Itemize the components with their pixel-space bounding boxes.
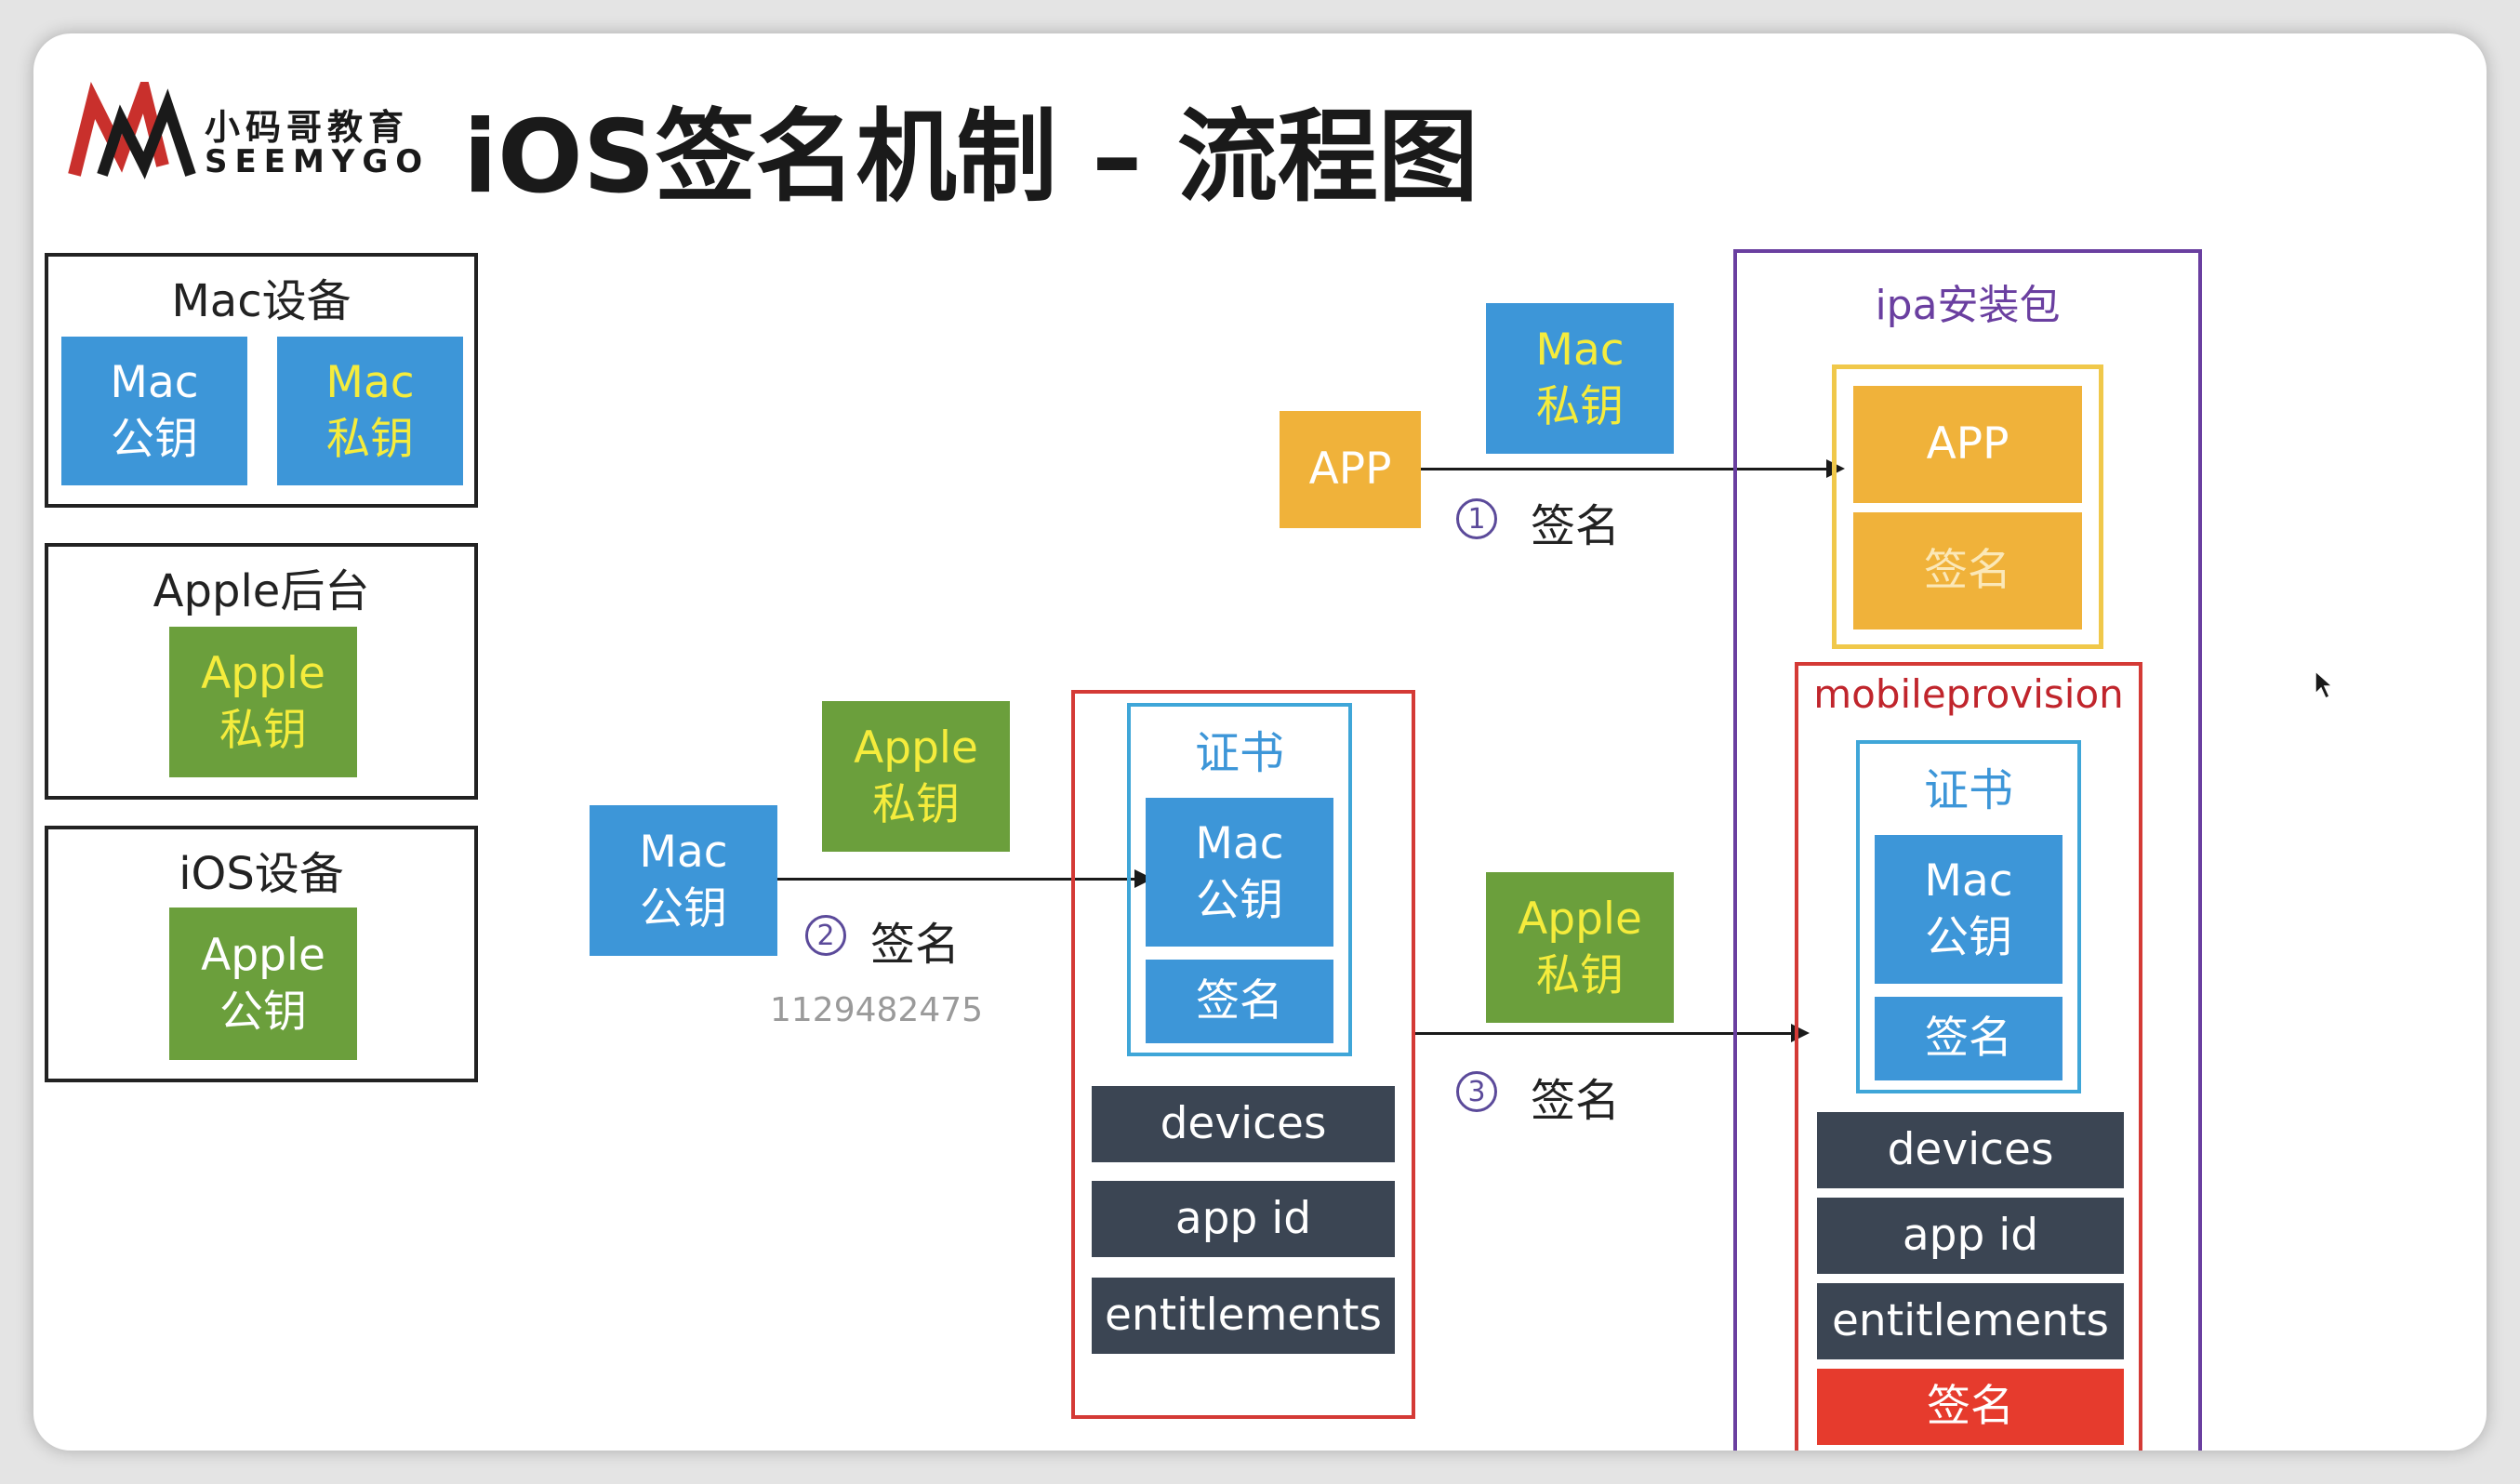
certificate-signature-label: 签名 [1196, 975, 1283, 1027]
step1-number: 1 [1456, 498, 1497, 539]
mp-certificate-frame: 证书 Mac 公钥 签名 [1856, 740, 2081, 1093]
step2-mac-public-key-label: Mac 公钥 [639, 826, 728, 934]
step1-app-label: APP [1308, 444, 1392, 496]
page-title: iOS签名机制 – 流程图 [463, 99, 1479, 216]
certificate-bundle: 证书 Mac 公钥 签名 devices app id entitlements [1071, 690, 1415, 1419]
legend-apple-backend-title: Apple后台 [153, 565, 370, 617]
legend-apple-backend: Apple后台 Apple 私钥 [45, 543, 478, 800]
certificate-mac-public-key: Mac 公钥 [1146, 798, 1333, 947]
certificate-frame: 证书 Mac 公钥 签名 [1127, 703, 1352, 1056]
logo-m-icon [68, 82, 196, 179]
step3-apple-private-key: Apple 私钥 [1486, 872, 1674, 1023]
mp-certificate-title: 证书 [1923, 764, 2013, 816]
certificate-title: 证书 [1194, 727, 1284, 779]
ipa-title: ipa安装包 [1875, 282, 2061, 329]
watermark-text: 1129482475 [770, 991, 984, 1029]
mp-signature: 签名 [1817, 1369, 2124, 1445]
mp-signature-label: 签名 [1927, 1381, 2014, 1433]
legend-mac-device: Mac设备 Mac 公钥 Mac 私钥 [45, 253, 478, 508]
step2-apple-private-key-label: Apple 私钥 [854, 722, 978, 830]
step2-apple-private-key: Apple 私钥 [822, 701, 1010, 852]
apple-public-key-label: Apple 公钥 [201, 929, 325, 1038]
mp-item-entitlements: entitlements [1817, 1283, 2124, 1359]
mp-item-app-id: app id [1817, 1198, 2124, 1274]
logo-en-text: SEEMYGO [205, 143, 431, 180]
ipa-app-signature-label: 签名 [1924, 545, 2011, 597]
cert-item-entitlements-label: entitlements [1105, 1290, 1382, 1342]
step2-number: 2 [805, 915, 846, 956]
certificate-mac-public-key-label: Mac 公钥 [1195, 817, 1284, 926]
cert-item-app-id: app id [1092, 1181, 1395, 1257]
slide: 小码哥教育 SEEMYGO iOS签名机制 – 流程图 Mac设备 Mac 公钥… [33, 33, 2487, 1451]
mp-item-entitlements-label: entitlements [1832, 1295, 2109, 1347]
ipa-app: APP [1853, 386, 2082, 503]
mp-item-app-id-label: app id [1902, 1210, 2039, 1262]
step1-label: 签名 [1531, 500, 1621, 552]
apple-public-key: Apple 公钥 [169, 908, 357, 1060]
step1-mac-private-key: Mac 私钥 [1486, 303, 1674, 454]
step1-arrow-line [1421, 468, 1830, 470]
ipa-app-label: APP [1926, 418, 2009, 470]
cert-item-entitlements: entitlements [1092, 1278, 1395, 1354]
apple-private-key-label: Apple 私钥 [201, 647, 325, 756]
cert-item-app-id-label: app id [1174, 1193, 1312, 1245]
ipa-package: ipa安装包 APP 签名 mobileprovision 证书 Mac 公钥 … [1733, 249, 2202, 1451]
mac-private-key: Mac 私钥 [277, 337, 463, 485]
mac-public-key-label: Mac 公钥 [110, 356, 199, 465]
legend-ios-device-title: iOS设备 [179, 848, 344, 900]
step3-apple-private-key-label: Apple 私钥 [1518, 893, 1642, 1001]
legend-mac-device-title: Mac设备 [171, 275, 351, 327]
mac-private-key-label: Mac 私钥 [325, 356, 415, 465]
logo-cn-text: 小码哥教育 [205, 107, 410, 148]
mp-certificate-mac-public-key: Mac 公钥 [1875, 835, 2062, 984]
step1-app: APP [1280, 411, 1421, 528]
logo: 小码哥教育 SEEMYGO [65, 78, 456, 190]
mac-public-key: Mac 公钥 [61, 337, 247, 485]
step3-number: 3 [1456, 1071, 1497, 1112]
certificate-signature: 签名 [1146, 960, 1333, 1043]
cert-item-devices-label: devices [1160, 1098, 1327, 1150]
cert-item-devices: devices [1092, 1086, 1395, 1162]
ipa-app-signature: 签名 [1853, 512, 2082, 629]
step2-mac-public-key: Mac 公钥 [590, 805, 777, 956]
mp-certificate-signature: 签名 [1875, 997, 2062, 1080]
mp-certificate-mac-public-key-label: Mac 公钥 [1924, 855, 2013, 963]
mp-item-devices: devices [1817, 1112, 2124, 1188]
mobileprovision-frame: mobileprovision 证书 Mac 公钥 签名 devices app… [1795, 662, 2142, 1451]
mouse-cursor-icon [2314, 669, 2334, 700]
mp-certificate-signature-label: 签名 [1925, 1013, 2012, 1065]
legend-ios-device: iOS设备 Apple 公钥 [45, 826, 478, 1082]
ipa-app-frame: APP 签名 [1832, 364, 2103, 649]
step1-mac-private-key-label: Mac 私钥 [1535, 324, 1625, 432]
mobileprovision-title: mobileprovision [1813, 671, 2124, 717]
step3-arrow-line [1415, 1032, 1795, 1035]
apple-private-key: Apple 私钥 [169, 627, 357, 777]
step2-arrow-line [777, 878, 1138, 881]
step2-label: 签名 [870, 919, 961, 971]
mp-item-devices-label: devices [1887, 1124, 2054, 1176]
step3-label: 签名 [1531, 1075, 1621, 1127]
